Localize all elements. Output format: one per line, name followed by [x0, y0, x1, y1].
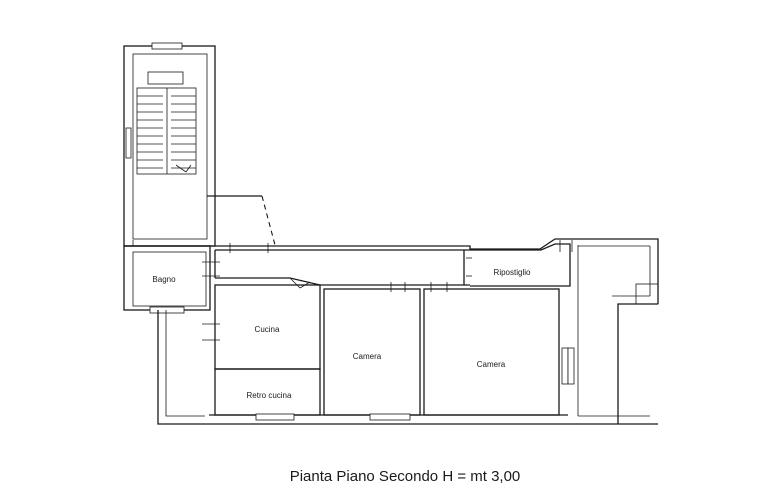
- room-camera-2: [423, 282, 575, 416]
- room-retro-cucina: [214, 368, 321, 421]
- label-cucina: Cucina: [255, 325, 280, 334]
- corridor: [214, 243, 470, 289]
- label-camera-1: Camera: [353, 352, 382, 361]
- staircase: [136, 71, 197, 175]
- label-retro-cucina: Retro cucina: [247, 391, 292, 400]
- label-ripostiglio: Ripostiglio: [494, 268, 531, 277]
- room-camera-1: [323, 282, 421, 421]
- plan-caption: Pianta Piano Secondo H = mt 3,00: [289, 468, 521, 485]
- room-ripostiglio: [466, 240, 573, 287]
- stair-tower: [123, 42, 216, 247]
- main-outline: [123, 238, 659, 425]
- landing: [207, 195, 276, 246]
- label-bagno: Bagno: [152, 275, 176, 284]
- label-camera-2: Camera: [477, 360, 506, 369]
